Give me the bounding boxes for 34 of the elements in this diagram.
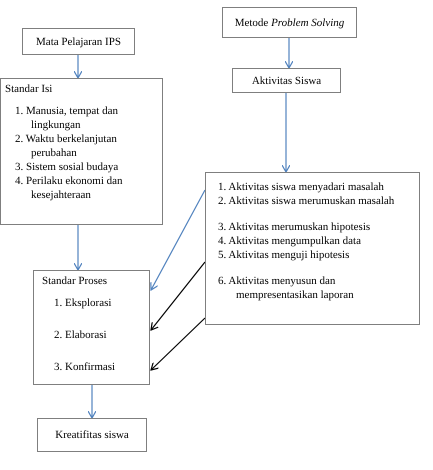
arrow	[73, 225, 83, 271]
box-label: Metode Problem Solving	[234, 16, 344, 30]
arrow	[150, 190, 206, 291]
process-box	[0, 78, 163, 225]
list-item: 1. Eksplorasi	[53, 296, 112, 310]
arrow	[284, 38, 294, 69]
box-label: Kreatifitas siswa	[55, 428, 129, 442]
list-item: 1. Manusia, tempat dan lingkungan	[14, 104, 119, 132]
list-item: 3. Sistem sosial budaya	[14, 160, 120, 174]
list-item: 2. Elaborasi	[53, 328, 108, 342]
process-box	[232, 68, 341, 93]
list-item: 3. Konfirmasi	[53, 360, 116, 374]
list-item: 4. Perilaku ekonomi dan kesejahteraan	[14, 174, 124, 202]
arrow	[73, 55, 83, 79]
list-item: 2. Waktu berkelanjutan perubahan	[14, 132, 118, 160]
list-item: 5. Aktivitas menguji hipotesis	[217, 248, 350, 262]
box-label: Aktivitas Siswa	[252, 74, 322, 88]
list-item: 2. Aktivitas siswa merumuskan masalah	[217, 194, 396, 208]
arrow	[87, 385, 97, 419]
process-box	[222, 7, 357, 38]
list-item: 4. Aktivitas mengumpulkan data	[217, 234, 362, 248]
arrow	[281, 93, 291, 173]
box-label: Mata Pelajaran IPS	[36, 34, 121, 48]
process-box	[37, 418, 147, 452]
list-item: 1. Aktivitas siswa menyadari masalah	[217, 180, 385, 194]
list-item: 6. Aktivitas menyusun dan mempresentasikan laporan	[217, 274, 355, 302]
box-heading: Standar Isi	[5, 82, 54, 96]
process-box	[205, 172, 420, 325]
arrow	[150, 262, 206, 331]
list-item: 3. Aktivitas merumuskan hipotesis	[217, 220, 372, 234]
box-heading: Standar Proses	[41, 274, 108, 288]
arrow	[150, 318, 206, 371]
process-box	[22, 28, 135, 55]
process-box	[33, 270, 150, 385]
